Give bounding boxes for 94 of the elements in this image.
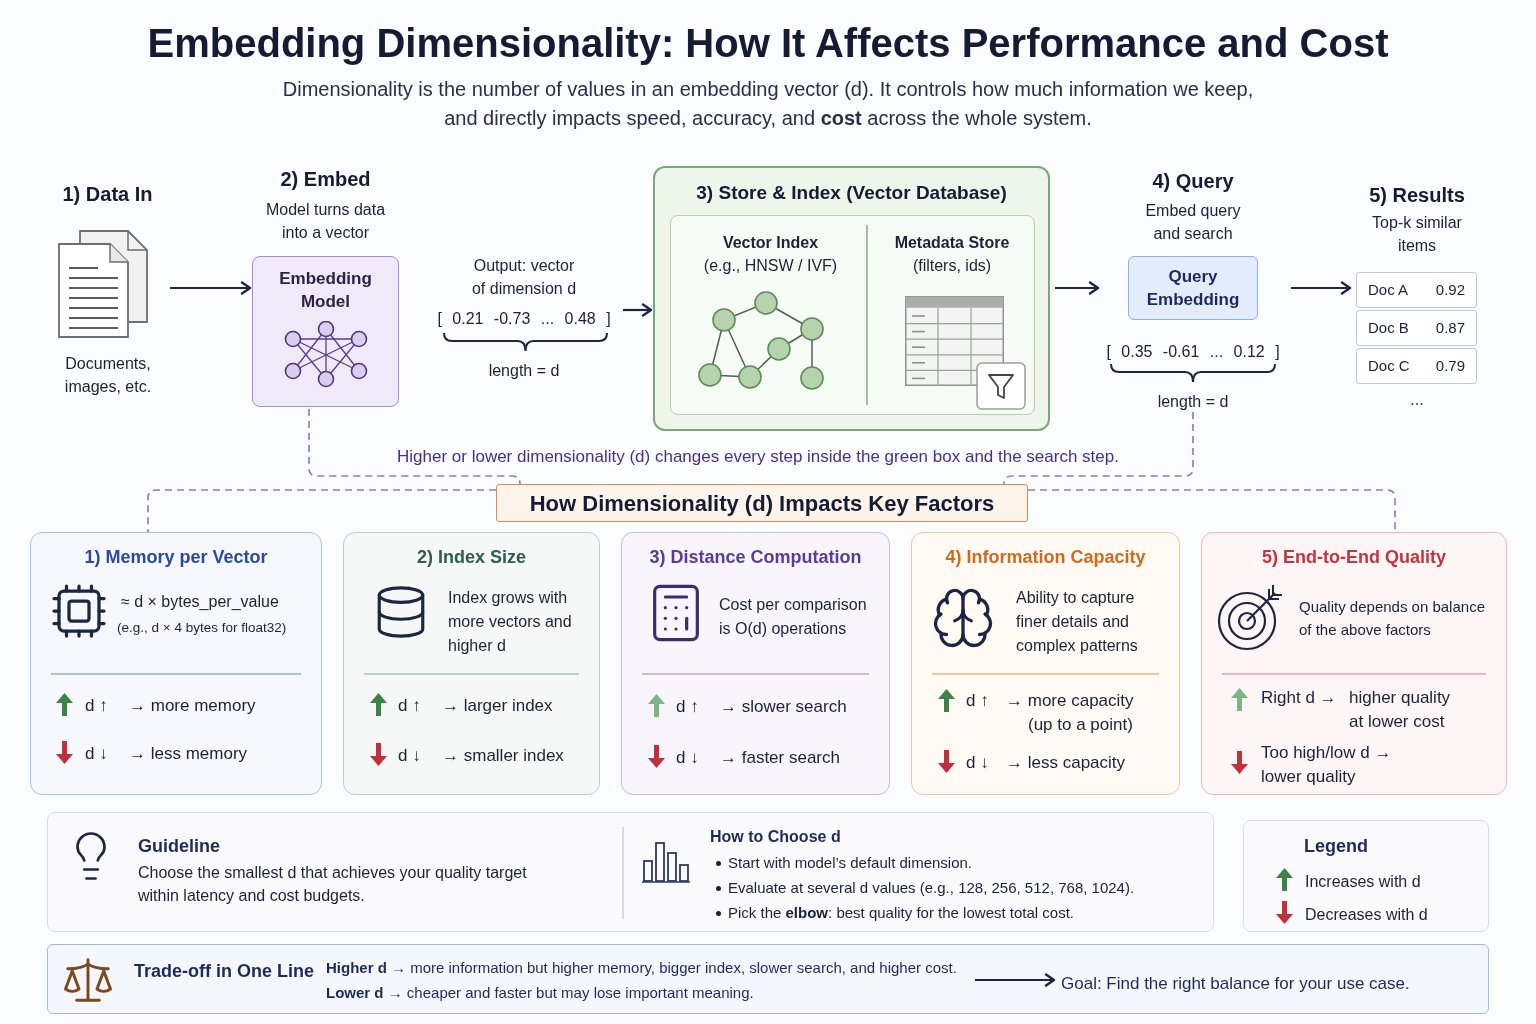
factor-description: Cost per comparison is O(d) operations (719, 595, 868, 639)
effect-text: d ↑ (676, 696, 699, 718)
arrow (975, 973, 1056, 987)
factor-card (343, 532, 600, 795)
result-row (1356, 310, 1477, 346)
legend-panel (1243, 820, 1489, 932)
arrow (623, 303, 653, 317)
factor-title: 5) End-to-End Quality (1262, 546, 1446, 569)
effect-text: d ↓ (85, 743, 108, 765)
effect-text: → less memory (129, 743, 249, 765)
factor-card (911, 532, 1180, 795)
effect-text: → more memory (129, 695, 257, 717)
goal-text: Goal: Find the right balance for your use case. (1061, 973, 1410, 995)
choose-heading: How to Choose d (710, 827, 841, 847)
effect-text: d ↓ (966, 752, 989, 774)
doc-name: Doc A (1368, 279, 1409, 300)
effect-text: d ↑ (398, 695, 421, 717)
effect-text: → more capacity (up to a point) (1006, 690, 1135, 736)
tradeoff-line: Higher d → more information but higher memory, bigger index, slower search, and higher cost. (326, 958, 957, 978)
ellipsis: ... (1410, 392, 1424, 408)
store-heading: Vector Index (722, 233, 819, 253)
effect-text: Right d → (1261, 687, 1337, 709)
step-heading: 2) Embed (280, 167, 371, 192)
guideline-panel (47, 812, 1214, 932)
factor-title: 4) Information Capacity (945, 546, 1146, 569)
factor-card (1201, 532, 1507, 795)
effect-text: d ↓ (676, 747, 699, 769)
similarity-score: 0.79 (1435, 355, 1465, 376)
step-heading: 5) Results (1369, 183, 1465, 208)
effect-text: → slower search (720, 696, 848, 718)
effect-text: → smaller index (442, 745, 565, 767)
vector-database-panel (653, 166, 1050, 431)
doc-name: Doc C (1368, 355, 1410, 376)
step-heading: 4) Query (1152, 169, 1234, 194)
step-description: Model turns data into a vector (264, 200, 387, 243)
factor-description: (e.g., d × 4 bytes for float32) (117, 619, 288, 637)
factor-title: 2) Index Size (416, 546, 526, 569)
step-heading: 1) Data In (62, 182, 153, 207)
output-description: Output: vector of dimension d (470, 256, 578, 299)
factor-card (30, 532, 322, 795)
effect-text: d ↓ (398, 745, 421, 767)
effect-text: higher quality at lower cost (1349, 687, 1452, 733)
effect-text: → less capacity (1006, 752, 1127, 774)
factor-title: 1) Memory per Vector (84, 546, 268, 569)
panel-title: 3) Store & Index (Vector Database) (696, 181, 1007, 205)
factor-description: Index grows with more vectors and higher d (448, 588, 573, 656)
result-row (1356, 272, 1477, 308)
similarity-score: 0.92 (1435, 279, 1465, 300)
similarity-score: 0.87 (1435, 317, 1465, 338)
result-row (1356, 348, 1477, 384)
legend-title: Legend (1304, 835, 1368, 858)
subtitle: Dimensionality is the number of values in an embedding vector (d). It controls how much information we keep, and directly impacts speed, accuracy, and cost across the whole system. (281, 77, 1255, 131)
tradeoff-heading: Trade-off in One Line (134, 960, 314, 983)
tradeoff-panel (47, 944, 1489, 1014)
effect-text: → faster search (720, 747, 841, 769)
length-label: length = d (488, 361, 560, 381)
store-description: (e.g., HNSW / IVF) (703, 256, 838, 276)
dimensionality-note: Higher or lower dimensionality (d) changes every step inside the green box and the search step. (397, 446, 1119, 468)
dashed-connector (308, 408, 521, 485)
length-label: length = d (1157, 392, 1229, 412)
factor-card (621, 532, 890, 795)
section-banner: How Dimensionality (d) Impacts Key Factors (496, 484, 1028, 522)
effect-text: d ↑ (85, 695, 108, 717)
step-caption: Documents, images, etc. (63, 354, 153, 397)
bullet-text: Pick the elbow: best quality for the lowest total cost. (728, 903, 1074, 923)
factor-title: 3) Distance Computation (649, 546, 862, 569)
effect-text: d ↑ (966, 690, 989, 712)
arrow (1291, 281, 1352, 295)
factor-description: Ability to capture finer details and complex patterns (1016, 588, 1139, 656)
arrow (1055, 281, 1100, 295)
factor-description: ≈ d × bytes_per_value (121, 592, 280, 612)
effect-text: Too high/low d → lower quality (1261, 742, 1393, 788)
dashed-connector (1003, 411, 1194, 485)
factor-description: Quality depends on balance of the above factors (1299, 597, 1486, 640)
arrow (170, 281, 252, 295)
store-description: (filters, ids) (912, 256, 992, 276)
vector-values: [ 0.35 -0.61 ... 0.12 ] (1106, 342, 1280, 362)
guideline-heading: Guideline (138, 835, 220, 858)
step-description: Top-k similar items (1371, 213, 1463, 256)
vector-values: [ 0.21 -0.73 ... 0.48 ] (437, 309, 611, 329)
legend-text: Decreases with d (1305, 905, 1428, 925)
model-name: Embedding Model (278, 268, 373, 313)
query-embedding-box: Query Embedding (1128, 256, 1258, 320)
step-description: Embed query and search (1144, 201, 1242, 244)
effect-text: → larger index (442, 695, 554, 717)
dashed-connector (147, 489, 497, 533)
tradeoff-line: Lower d → cheaper and faster but may lose important meaning. (326, 983, 754, 1003)
guideline-text: Choose the smallest d that achieves your quality target within latency and cost budgets. (138, 863, 528, 906)
legend-text: Increases with d (1305, 872, 1421, 892)
store-heading: Metadata Store (894, 233, 1010, 253)
bullet-text: Evaluate at several d values (e.g., 128, 256, 512, 768, 1024). (728, 878, 1135, 898)
bullet-text: Start with model’s default dimension. (728, 853, 972, 873)
doc-name: Doc B (1368, 317, 1409, 338)
title: Embedding Dimensionality: How It Affects Performance and Cost (147, 20, 1389, 67)
